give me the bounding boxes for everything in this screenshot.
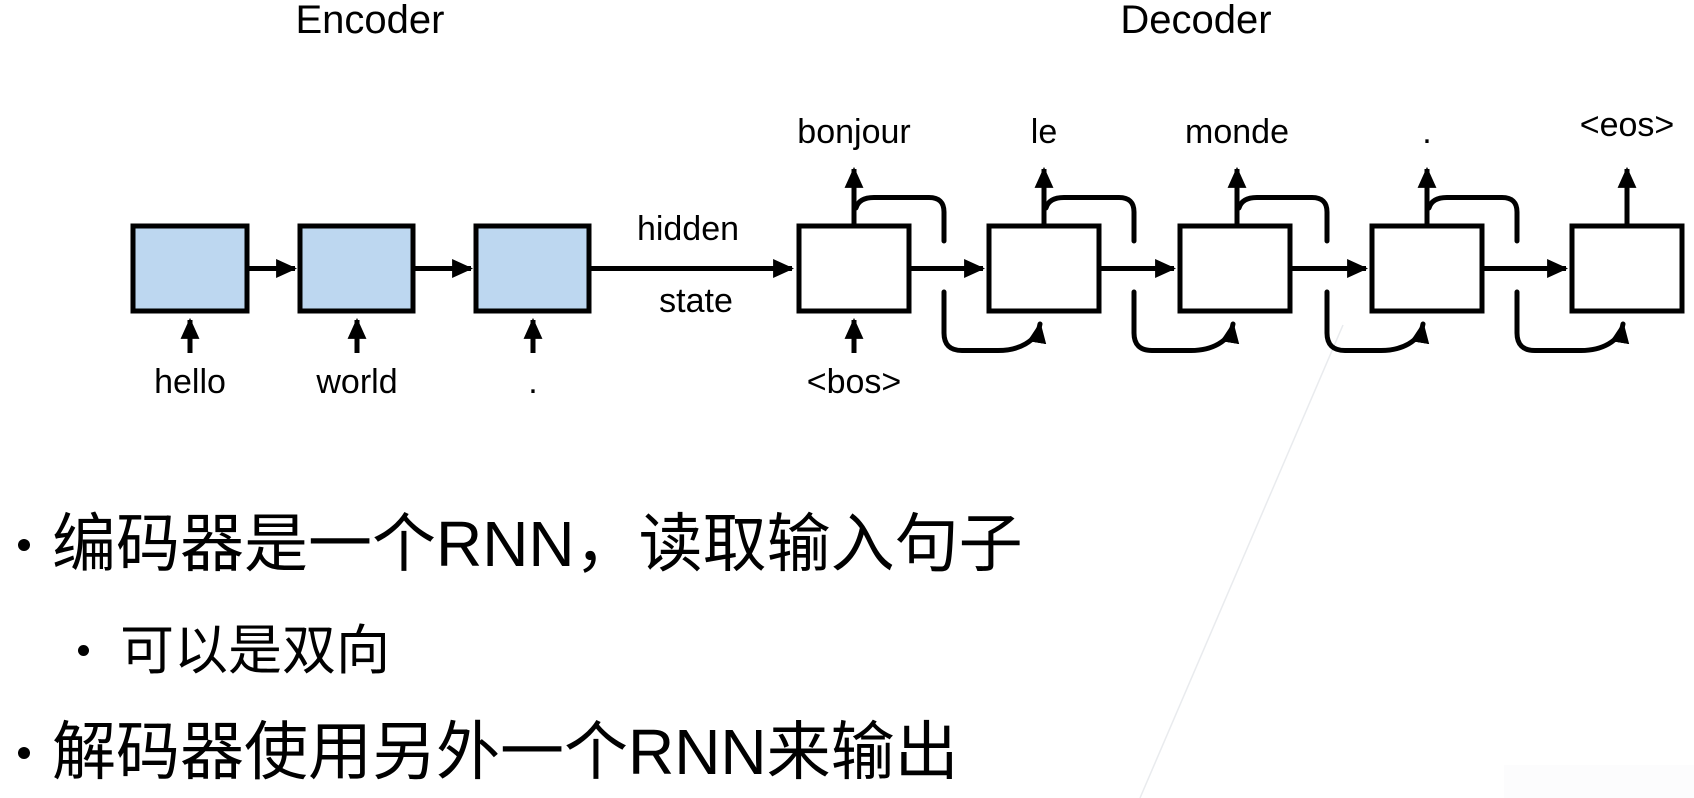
decoder-boxes — [796, 223, 1685, 314]
feedback-bottom-4 — [1514, 289, 1630, 353]
decoder-title: Decoder — [1120, 0, 1271, 42]
output-token-bonjour: bonjour — [797, 113, 910, 151]
feedback-bottom-1 — [941, 289, 1047, 353]
encoder-box-2 — [297, 223, 416, 314]
feedback-top-3 — [1236, 195, 1330, 244]
decoder-box-1 — [796, 223, 912, 314]
input-token-period: . — [528, 363, 537, 401]
output-token-monde: monde — [1185, 113, 1289, 151]
feedback-top-4 — [1426, 195, 1520, 244]
output-arrows — [844, 166, 1637, 224]
hidden-state-label-line2: state — [659, 282, 733, 320]
input-token-bos: <bos> — [807, 363, 902, 401]
input-token-hello: hello — [154, 363, 226, 401]
feedback-top-2 — [1043, 195, 1137, 244]
decoder-box-3 — [1177, 223, 1293, 314]
output-token-le: le — [1031, 113, 1057, 151]
encoder-boxes — [130, 223, 592, 314]
encoder-title: Encoder — [296, 0, 445, 42]
corner-shade — [1504, 765, 1694, 798]
seq2seq-diagram: Encoder Decoder hidden state — [130, 0, 1685, 401]
input-arrows — [180, 317, 864, 353]
input-token-world: world — [315, 363, 397, 401]
bullet-item-encoder: 编码器是一个RNN，读取输入句子 — [52, 508, 1023, 580]
hidden-state-label-line1: hidden — [637, 210, 739, 248]
decoder-box-4 — [1369, 223, 1485, 314]
encoder-box-1 — [130, 223, 250, 314]
encoder-input-tokens: hello world . — [154, 363, 538, 401]
bullet-dot-2 — [18, 747, 30, 759]
decoder-box-5 — [1569, 223, 1685, 314]
bullet-item-bidirectional: 可以是双向 — [120, 621, 390, 681]
output-token-period: . — [1422, 113, 1431, 151]
feedback-top-1 — [853, 195, 947, 244]
bullet-dot-sub — [78, 645, 89, 656]
decoder-box-2 — [986, 223, 1102, 314]
feedback-bottom-2 — [1131, 289, 1240, 353]
bullet-item-decoder: 解码器使用另外一个RNN来输出 — [52, 716, 959, 788]
feedback-bottom-3 — [1324, 289, 1430, 353]
decoder-output-tokens: bonjour le monde . <eos> — [797, 106, 1674, 151]
feedback-curves — [853, 195, 1630, 353]
output-token-eos: <eos> — [1580, 106, 1675, 144]
encoder-box-3 — [473, 223, 592, 314]
bullet-dot-1 — [18, 539, 30, 551]
